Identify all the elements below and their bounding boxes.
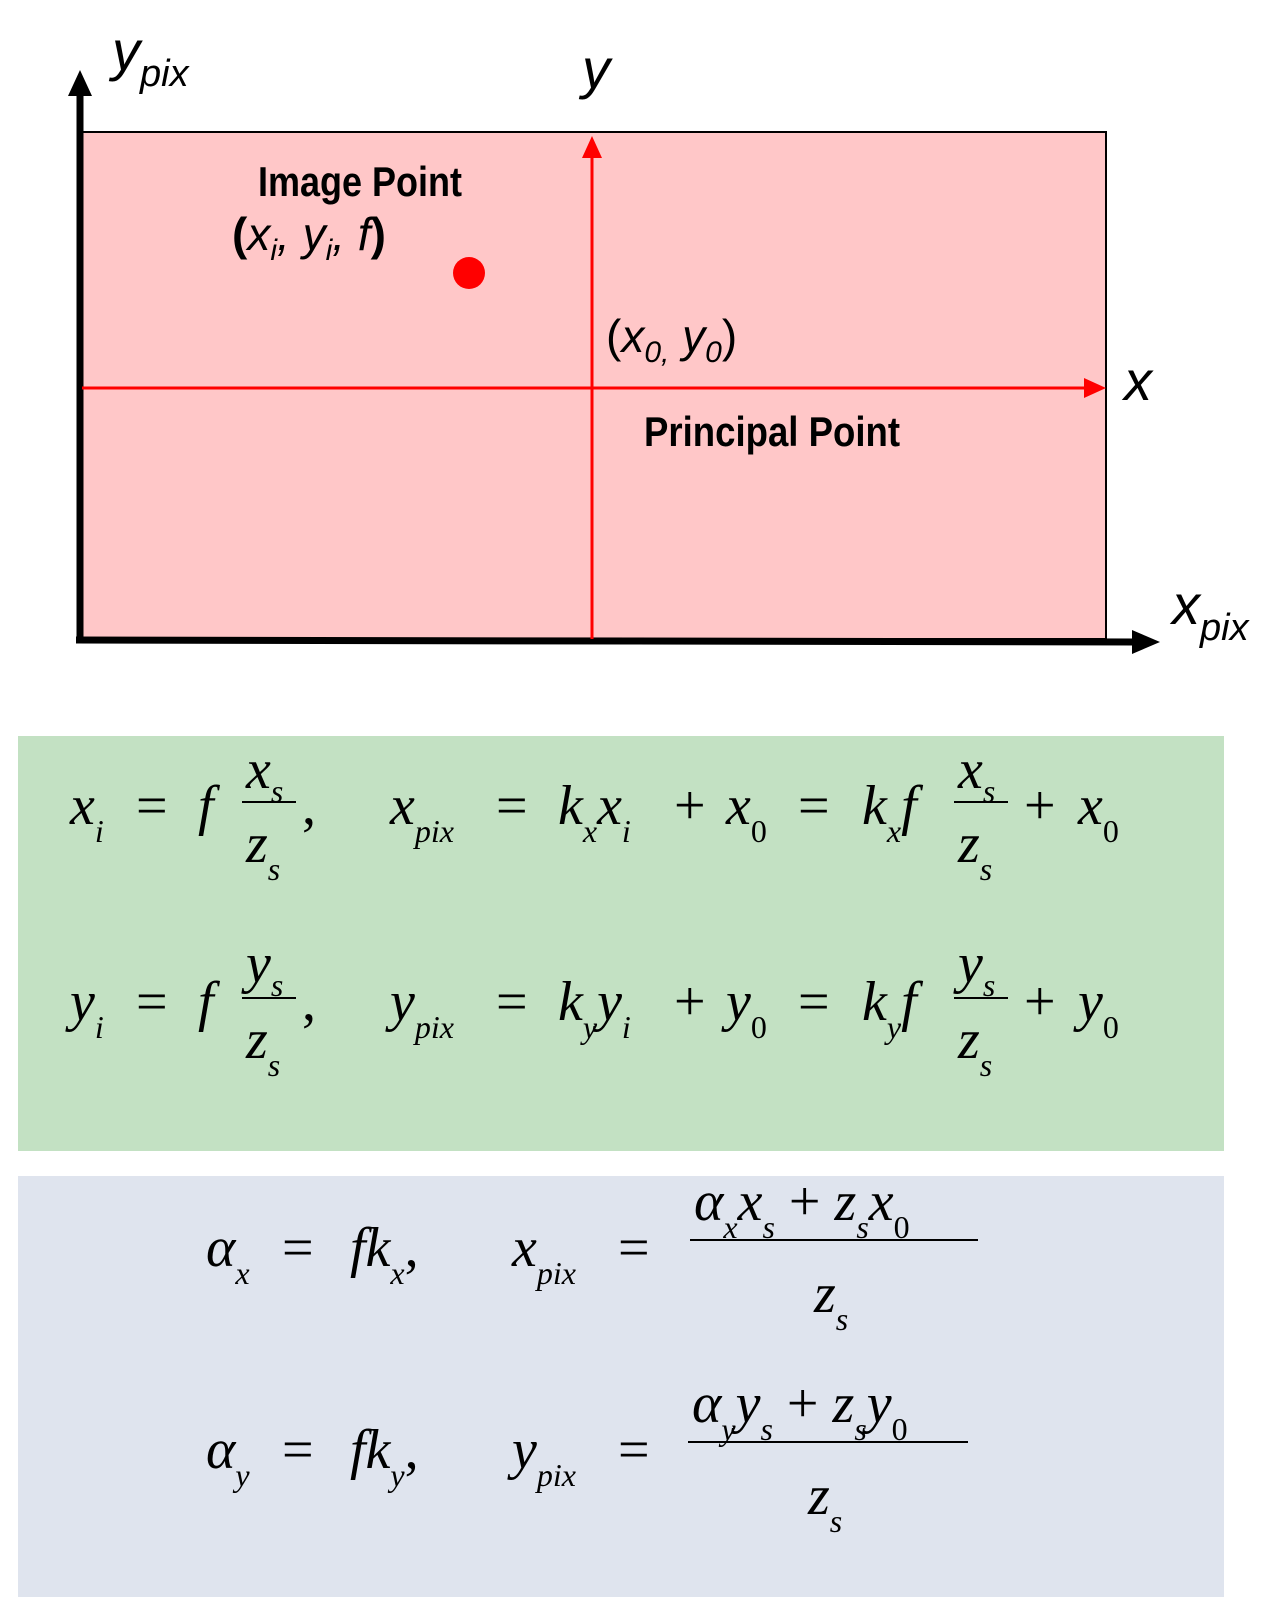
y-axis-label: y xyxy=(578,37,613,100)
principal-point-title: Principal Point xyxy=(644,408,900,455)
svg-text:αy: αy xyxy=(206,1419,250,1493)
image-point-coords: (xi, yi, f) xyxy=(232,208,386,267)
svg-text:zs: zs xyxy=(245,1009,280,1083)
equation-x-pixel: αx = fkx, xpix = αxxs+zsx0 zs xyxy=(206,1176,978,1337)
svg-text:zs: zs xyxy=(957,813,992,887)
svg-text:kxxi: kxxi xyxy=(558,775,631,849)
svg-text:xpix: xpix xyxy=(511,1217,576,1291)
svg-text:zs: zs xyxy=(245,813,280,887)
svg-text:αyys+zsy0: αyys+zsy0 xyxy=(692,1373,908,1447)
svg-text:x0: x0 xyxy=(725,775,767,849)
image-plane-diagram: ypix xpix y x Image Point (xi, yi, f) (x… xyxy=(68,19,1251,654)
y-pix-label: ypix xyxy=(108,19,191,95)
equation-y-projection: yi = f ys zs , ypix = kyyi + y0 = kyf ys… xyxy=(65,933,1119,1083)
x-pix-label: xpix xyxy=(1169,573,1251,649)
svg-text:fky,: fky, xyxy=(350,1419,419,1493)
svg-text:x0: x0 xyxy=(1077,775,1119,849)
svg-text:=: = xyxy=(618,1419,650,1481)
svg-text:=: = xyxy=(496,971,528,1033)
svg-text:αxxs+zsx0: αxxs+zsx0 xyxy=(694,1176,910,1245)
svg-text:xpix: xpix xyxy=(389,775,454,849)
svg-text:αx: αx xyxy=(206,1217,250,1291)
svg-text:=: = xyxy=(618,1217,650,1279)
svg-text:=: = xyxy=(496,775,528,837)
svg-text:+: + xyxy=(674,971,706,1033)
svg-text:=: = xyxy=(282,1217,314,1279)
svg-text:y0: y0 xyxy=(1073,971,1119,1045)
svg-text:y0: y0 xyxy=(721,971,767,1045)
svg-text:zs: zs xyxy=(957,1009,992,1083)
svg-text:+: + xyxy=(1024,971,1056,1033)
y-pix-arrowhead xyxy=(68,70,92,96)
x-pix-arrowhead xyxy=(1132,630,1160,654)
equation-y-pixel: αy = fky, ypix = αyys+zsy0 zs xyxy=(206,1373,968,1539)
svg-text:=: = xyxy=(282,1419,314,1481)
svg-text:kyf: kyf xyxy=(862,971,924,1045)
svg-text:kyyi: kyyi xyxy=(558,971,631,1045)
svg-text:+: + xyxy=(674,775,706,837)
svg-text:zs: zs xyxy=(807,1465,842,1539)
svg-text:xi: xi xyxy=(69,775,104,849)
pixel-equations-box: αx = fkx, xpix = αxxs+zsx0 zs αy = fky, … xyxy=(18,1176,1224,1597)
svg-text:ypix: ypix xyxy=(385,971,454,1045)
svg-text:fkx,: fkx, xyxy=(350,1217,419,1291)
equation-x-projection: xi = f xs zs , xpix = kxxi + x0 = kxf xs… xyxy=(69,739,1119,887)
svg-text:=: = xyxy=(136,971,168,1033)
svg-text:=: = xyxy=(136,775,168,837)
x-axis-label: x xyxy=(1121,349,1154,412)
svg-text:yi: yi xyxy=(65,971,104,1045)
svg-text:ypix: ypix xyxy=(507,1419,576,1493)
image-point-dot xyxy=(453,257,485,289)
svg-text:=: = xyxy=(798,971,830,1033)
svg-text:ys: ys xyxy=(953,933,995,1003)
x-pix-axis xyxy=(75,636,1137,646)
svg-text:zs: zs xyxy=(813,1263,848,1337)
svg-text:ys: ys xyxy=(241,933,283,1003)
image-point-title: Image Point xyxy=(258,158,462,205)
projection-equations-box: xi = f xs zs , xpix = kxxi + x0 = kxf xs… xyxy=(18,736,1224,1151)
x-axis-arrowhead xyxy=(1084,378,1106,398)
y-axis-arrowhead xyxy=(582,136,602,158)
svg-text:xs: xs xyxy=(957,739,995,809)
image-plane xyxy=(81,131,1107,640)
principal-point-coords: (x0, y0) xyxy=(606,310,737,369)
svg-text:+: + xyxy=(1024,775,1056,837)
svg-text:,: , xyxy=(302,775,316,837)
svg-text:=: = xyxy=(798,775,830,837)
svg-text:,: , xyxy=(302,971,316,1033)
svg-text:xs: xs xyxy=(245,739,283,809)
